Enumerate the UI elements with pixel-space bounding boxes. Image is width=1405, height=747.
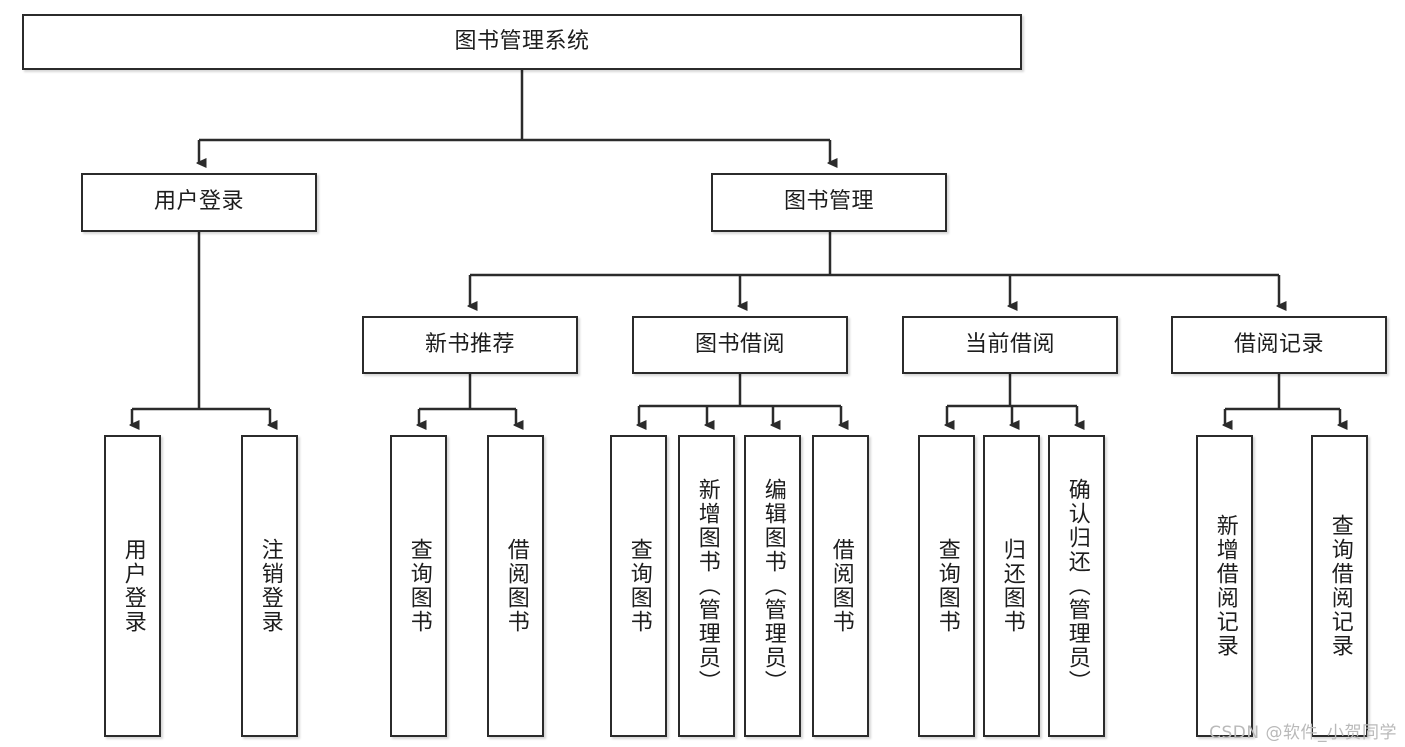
node-current-borrow-label: 当前借阅 xyxy=(964,331,1055,357)
node-leaf-query-book-2-label: 查询图书 xyxy=(626,538,652,634)
node-leaf-edit-book-label: 编辑图书（管理员） xyxy=(760,478,786,694)
node-leaf-confirm-return-label: 确认归还（管理员） xyxy=(1064,478,1090,694)
node-leaf-query-book-2[interactable]: 查询图书 xyxy=(610,435,667,737)
node-borrow-record[interactable]: 借阅记录 xyxy=(1171,316,1387,374)
watermark: CSDN @软件_小贺同学 xyxy=(1209,723,1397,743)
node-leaf-confirm-return[interactable]: 确认归还（管理员） xyxy=(1048,435,1105,737)
node-leaf-user-logout-label: 注销登录 xyxy=(257,538,283,634)
node-leaf-user-logout[interactable]: 注销登录 xyxy=(241,435,298,737)
node-leaf-borrow-book-1[interactable]: 借阅图书 xyxy=(487,435,544,737)
node-leaf-add-book-label: 新增图书（管理员） xyxy=(694,478,720,694)
node-user-login[interactable]: 用户登录 xyxy=(81,173,317,232)
node-leaf-query-book-3-label: 查询图书 xyxy=(934,538,960,634)
node-current-borrow[interactable]: 当前借阅 xyxy=(902,316,1118,374)
node-leaf-query-book-1[interactable]: 查询图书 xyxy=(390,435,447,737)
node-root-label: 图书管理系统 xyxy=(454,28,590,54)
node-leaf-query-record-label: 查询借阅记录 xyxy=(1327,514,1353,658)
node-leaf-borrow-book-2[interactable]: 借阅图书 xyxy=(812,435,869,737)
node-leaf-add-record[interactable]: 新增借阅记录 xyxy=(1196,435,1253,737)
node-leaf-add-book[interactable]: 新增图书（管理员） xyxy=(678,435,735,737)
node-leaf-edit-book[interactable]: 编辑图书（管理员） xyxy=(744,435,801,737)
node-borrow-record-label: 借阅记录 xyxy=(1233,331,1324,357)
node-leaf-user-login-label: 用户登录 xyxy=(120,538,146,634)
node-book-manage[interactable]: 图书管理 xyxy=(711,173,947,232)
node-book-borrow[interactable]: 图书借阅 xyxy=(632,316,848,374)
node-book-borrow-label: 图书借阅 xyxy=(694,331,785,357)
node-leaf-return-book[interactable]: 归还图书 xyxy=(983,435,1040,737)
node-leaf-add-record-label: 新增借阅记录 xyxy=(1212,514,1238,658)
node-leaf-query-book-3[interactable]: 查询图书 xyxy=(918,435,975,737)
node-book-manage-label: 图书管理 xyxy=(783,189,874,215)
node-leaf-user-login[interactable]: 用户登录 xyxy=(104,435,161,737)
node-user-login-label: 用户登录 xyxy=(153,189,244,215)
node-new-book-recommend[interactable]: 新书推荐 xyxy=(362,316,578,374)
node-leaf-query-book-1-label: 查询图书 xyxy=(406,538,432,634)
node-leaf-borrow-book-1-label: 借阅图书 xyxy=(503,538,529,634)
node-root[interactable]: 图书管理系统 xyxy=(22,14,1022,70)
node-leaf-borrow-book-2-label: 借阅图书 xyxy=(828,538,854,634)
node-leaf-return-book-label: 归还图书 xyxy=(999,538,1025,634)
node-leaf-query-record[interactable]: 查询借阅记录 xyxy=(1311,435,1368,737)
node-new-book-recommend-label: 新书推荐 xyxy=(424,331,515,357)
